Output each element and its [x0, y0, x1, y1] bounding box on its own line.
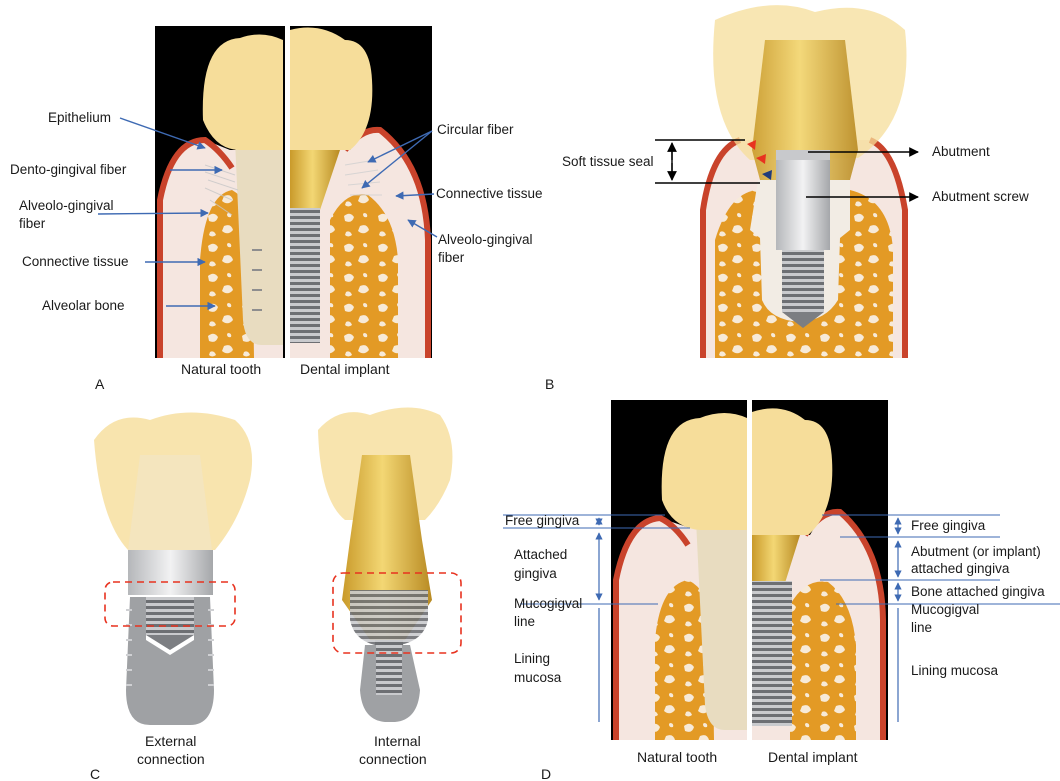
label-dento-gingival-fiber: Dento-gingival fiber: [10, 162, 127, 177]
label-soft-tissue-seal: Soft tissue seal: [562, 154, 654, 169]
label-epithelium: Epithelium: [48, 110, 111, 125]
panel-d: Free gingiva Attached gingiva Mucogigval…: [503, 400, 1060, 781]
label-external-2: connection: [137, 751, 205, 767]
label-lining-mucosa-right: Lining mucosa: [911, 663, 999, 678]
panel-letter-b: B: [545, 376, 554, 392]
label-mucogingival-left-2: line: [514, 614, 535, 629]
caption-dental-implant-a: Dental implant: [300, 361, 390, 377]
panel-letter-a: A: [95, 376, 105, 392]
internal-connection-illustration: [318, 408, 461, 723]
label-internal-1: Internal: [374, 733, 421, 749]
panel-letter-c: C: [90, 766, 100, 781]
label-circular-fiber: Circular fiber: [437, 122, 514, 137]
label-mucogingival-left-1: Mucogigval: [514, 596, 582, 611]
panel-letter-d: D: [541, 766, 551, 781]
label-alveolar-bone: Alveolar bone: [42, 298, 125, 313]
label-external-1: External: [145, 733, 196, 749]
label-mucogingival-right-2: line: [911, 620, 932, 635]
label-abutment-attached-1: Abutment (or implant): [911, 544, 1041, 559]
label-lining-mucosa-left-2: mucosa: [514, 670, 562, 685]
label-alveolo-gingival-right-1: Alveolo-gingival: [438, 232, 533, 247]
label-abutment-screw: Abutment screw: [932, 189, 1029, 204]
label-connective-tissue-right: Connective tissue: [436, 186, 543, 201]
label-alveolo-gingival-left-1: Alveolo-gingival: [19, 198, 114, 213]
label-alveolo-gingival-left-2: fiber: [19, 216, 46, 231]
label-abutment-attached-2: attached gingiva: [911, 561, 1010, 576]
label-bone-attached-gingiva: Bone attached gingiva: [911, 584, 1045, 599]
label-attached-gingiva-left-2: gingiva: [514, 566, 557, 581]
panel-c: External connection Internal connection …: [90, 408, 461, 781]
panel-b: Soft tissue seal Abutment Abutment screw…: [545, 5, 1029, 392]
caption-natural-tooth-d: Natural tooth: [637, 749, 717, 765]
label-attached-gingiva-left-1: Attached: [514, 547, 567, 562]
label-connective-tissue-left: Connective tissue: [22, 254, 129, 269]
implant-cross-section-b: [703, 5, 906, 358]
label-abutment: Abutment: [932, 144, 990, 159]
label-mucogingival-right-1: Mucogigval: [911, 602, 979, 617]
label-free-gingiva-right: Free gingiva: [911, 518, 986, 533]
label-free-gingiva-left: Free gingiva: [505, 513, 580, 528]
caption-natural-tooth-a: Natural tooth: [181, 361, 261, 377]
label-alveolo-gingival-right-2: fiber: [438, 250, 465, 265]
label-internal-2: connection: [359, 751, 427, 767]
panel-a: Epithelium Dento-gingival fiber Alveolo-…: [10, 26, 543, 392]
caption-dental-implant-d: Dental implant: [768, 749, 858, 765]
external-connection-illustration: [94, 413, 252, 726]
label-lining-mucosa-left-1: Lining: [514, 651, 550, 666]
